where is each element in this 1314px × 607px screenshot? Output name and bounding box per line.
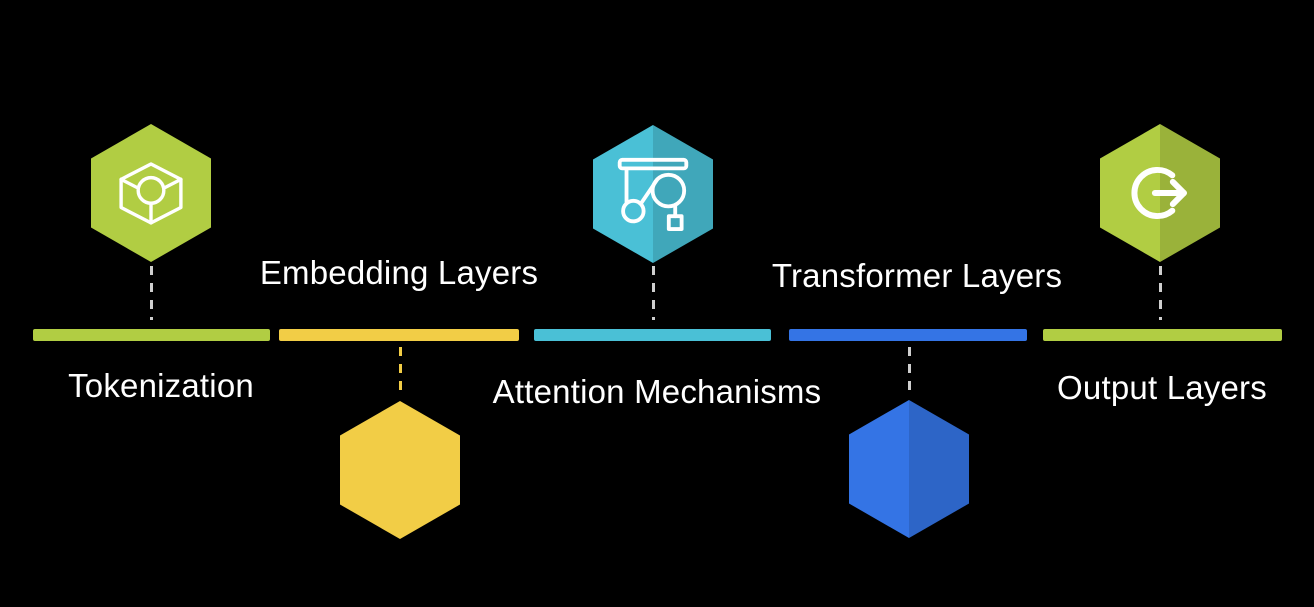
connector-line bbox=[399, 347, 402, 397]
connector-line bbox=[1159, 266, 1162, 320]
stage-label: Transformer Layers bbox=[771, 257, 1063, 294]
hexagon-shade bbox=[909, 400, 969, 538]
embedding-hexagon bbox=[340, 401, 460, 539]
attention-hexagon bbox=[593, 125, 713, 263]
transformer-hexagon bbox=[849, 400, 969, 538]
pulley-icon bbox=[617, 157, 689, 231]
connector-line bbox=[908, 347, 911, 395]
timeline-segment bbox=[1043, 329, 1282, 341]
connector-line bbox=[150, 266, 153, 320]
timeline-segment bbox=[534, 329, 771, 341]
timeline-segment bbox=[279, 329, 519, 341]
output-hexagon bbox=[1100, 124, 1220, 262]
timeline-segment bbox=[33, 329, 270, 341]
3d-cube-icon bbox=[119, 162, 183, 225]
exit-arrow-icon bbox=[1131, 166, 1187, 220]
connector-line bbox=[652, 266, 655, 320]
timeline-segment bbox=[789, 329, 1027, 341]
stage-label: Embedding Layers bbox=[259, 254, 539, 291]
stage-label: Tokenization bbox=[68, 367, 254, 404]
tokenization-hexagon bbox=[91, 124, 211, 262]
stage-label: Attention Mechanisms bbox=[492, 373, 822, 410]
stage-label: Output Layers bbox=[1057, 369, 1267, 406]
